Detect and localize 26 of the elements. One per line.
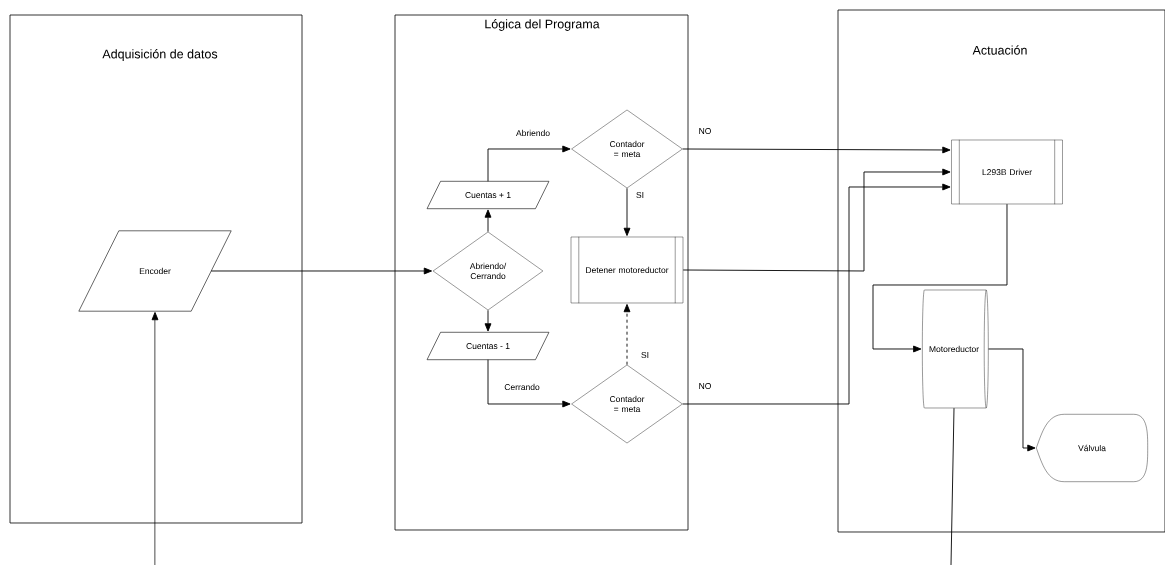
edge-label: SI — [635, 191, 645, 199]
data-parallelogram: Encoder — [78, 230, 232, 312]
arrow — [623, 304, 631, 366]
arrow — [487, 145, 571, 182]
arrow — [487, 359, 571, 408]
edge-label: Cerrando — [503, 382, 541, 392]
cylinder: Motoreductor — [922, 289, 989, 409]
arrow — [682, 168, 951, 272]
subprocess-box: L293B Driver — [951, 139, 1063, 205]
arrow — [151, 312, 159, 565]
arrow — [682, 183, 951, 405]
arrow — [682, 146, 951, 154]
edge-label: NO — [697, 382, 713, 390]
arrow — [623, 187, 631, 236]
data-parallelogram: Cuentas - 1 — [426, 332, 550, 360]
arrow — [988, 348, 1036, 452]
data-parallelogram: Cuentas + 1 — [426, 181, 550, 209]
arrow — [484, 209, 492, 233]
arrow — [872, 203, 1008, 353]
edge-label: Abriendo — [515, 128, 551, 138]
edge-label: SI — [640, 351, 650, 359]
arrow — [484, 309, 492, 332]
edge-label: NO — [697, 127, 713, 135]
display-shape: Válvula — [1036, 414, 1148, 482]
subprocess-box: Detener motoreductor — [570, 236, 684, 304]
arrow — [210, 267, 432, 275]
